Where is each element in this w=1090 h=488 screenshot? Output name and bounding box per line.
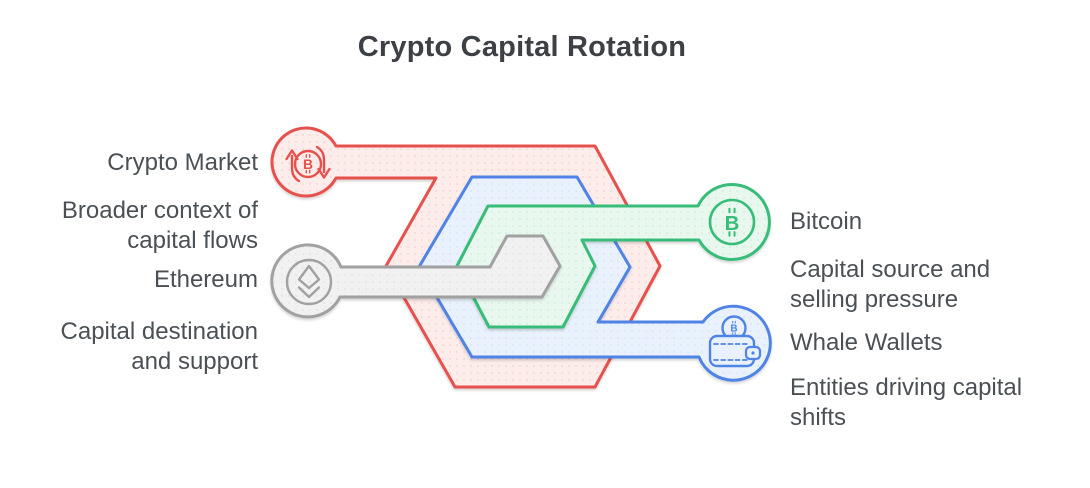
desc-crypto-market: Broader context of capital flows [61, 197, 258, 254]
label-bitcoin: Bitcoin [790, 208, 863, 235]
ethereum-icon [285, 258, 333, 306]
desc-bitcoin: Capital source and selling pressure [790, 256, 991, 313]
label-crypto-market: Crypto Market [107, 149, 258, 176]
bitcoin-rotation-icon [285, 145, 331, 183]
bitcoin-coin-icon [708, 198, 756, 246]
wallet-lock-icon [708, 315, 762, 368]
label-ethereum: Ethereum [153, 266, 258, 293]
desc-ethereum: Capital destination and support [60, 318, 258, 375]
desc-whale-wallets: Entities driving capital shifts [790, 374, 1023, 431]
label-whale-wallets: Whale Wallets [790, 329, 943, 356]
ethereum-shape [270, 234, 562, 319]
page-title: Crypto Capital Rotation [357, 31, 687, 63]
